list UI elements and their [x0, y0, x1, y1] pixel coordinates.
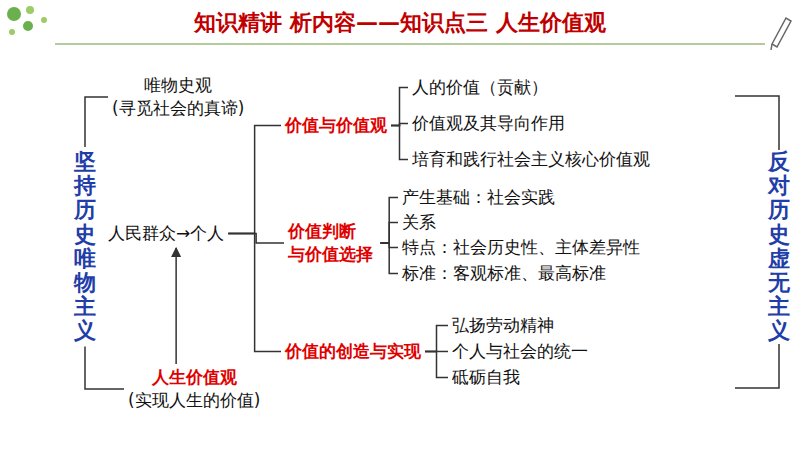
bracket-line	[425, 351, 448, 377]
node-text: 唯物史观	[112, 74, 244, 97]
dot	[9, 29, 15, 35]
arrow-line	[175, 248, 177, 364]
concept-node: 人的价值（贡献）	[412, 76, 548, 99]
bracket-line	[228, 125, 281, 233]
vertical-heading: 坚持历史唯物主义	[74, 150, 96, 344]
bracket-line	[85, 347, 124, 389]
concept-node: 个人与社会的统一	[452, 340, 588, 363]
dots-icon	[7, 6, 47, 35]
dot	[26, 6, 34, 14]
node-text: (实现人生的价值)	[128, 389, 260, 412]
concept-node: 价值与价值观	[285, 114, 387, 137]
node-text: 砥砺自我	[452, 366, 520, 389]
node-text: 弘扬劳动精神	[452, 314, 554, 337]
node-text: 价值观及其导向作用	[412, 112, 565, 135]
bracket-line	[228, 233, 284, 242]
concept-node: 价值判断 与价值选择	[288, 220, 376, 266]
concept-node: 弘扬劳动精神	[452, 314, 554, 337]
node-text: 人生价值观	[128, 366, 260, 389]
bracket-line	[380, 243, 398, 274]
concept-node: 唯物史观(寻觅社会的真谛)	[112, 74, 244, 120]
concept-node: 产生基础：社会实践	[402, 186, 555, 209]
node-text: 反对历史虚无主义	[768, 150, 790, 344]
concept-node: 价值的创造与实现	[285, 340, 421, 363]
dot	[7, 7, 21, 21]
pencil-body	[772, 18, 791, 47]
concept-node: 标准：客观标准、最高标准	[402, 262, 606, 285]
node-text: 标准：客观标准、最高标准	[402, 262, 606, 285]
concept-node: 价值观及其导向作用	[412, 112, 565, 135]
bracket-line	[425, 325, 448, 351]
node-text: 关系	[402, 211, 436, 234]
node-text: 价值的创造与实现	[285, 340, 421, 363]
concept-node: 关系	[402, 211, 436, 234]
node-text: 培育和践行社会主义核心价值观	[412, 148, 650, 171]
bracket-line	[391, 87, 408, 125]
header-rule	[55, 43, 765, 45]
node-text: 个人与社会的统一	[452, 340, 588, 363]
bracket-line	[380, 222, 398, 242]
pencil-icon	[771, 18, 791, 50]
node-text: 人的价值（贡献）	[412, 76, 548, 99]
bracket-line	[380, 197, 398, 242]
dot	[41, 17, 47, 23]
dot	[23, 21, 33, 31]
node-text: 价值判断 与价值选择	[288, 220, 376, 266]
slide-title: 知识精讲 析内容——知识点三 人生价值观	[0, 8, 800, 38]
vertical-heading: 反对历史虚无主义	[768, 150, 790, 344]
node-text: 人民群众→个人	[108, 222, 224, 245]
node-text: 特点：社会历史性、主体差异性	[402, 236, 640, 259]
node-text: 坚持历史唯物主义	[74, 150, 96, 344]
concept-node: 人生价值观(实现人生的价值)	[128, 366, 260, 412]
concept-node: 培育和践行社会主义核心价值观	[412, 148, 650, 171]
pencil-tip	[771, 44, 772, 50]
concept-node: 砥砺自我	[452, 366, 520, 389]
concept-node: 特点：社会历史性、主体差异性	[402, 236, 640, 259]
node-text: 价值与价值观	[285, 114, 387, 137]
bracket-line	[228, 233, 281, 351]
node-text: (寻觅社会的真谛)	[112, 97, 244, 120]
bracket-line	[85, 97, 108, 147]
node-text: 产生基础：社会实践	[402, 186, 555, 209]
concept-node: 人民群众→个人	[108, 222, 224, 245]
bracket-line	[391, 125, 408, 159]
